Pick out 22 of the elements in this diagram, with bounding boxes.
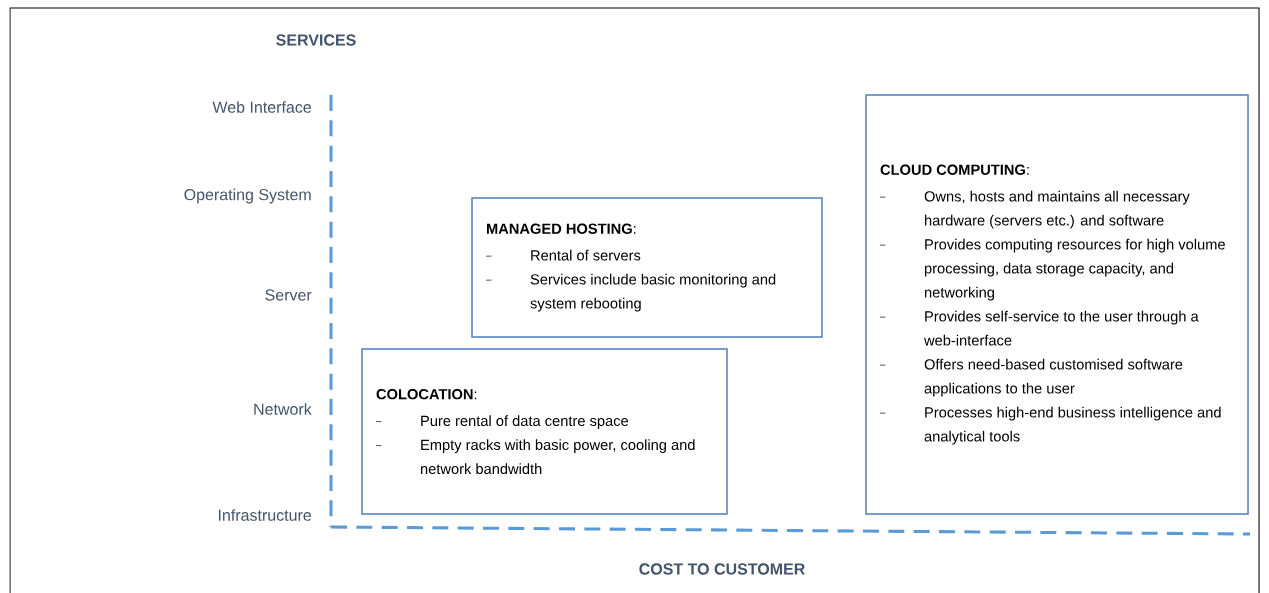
- box-heading: CLOUD COMPUTING:: [880, 164, 1029, 175]
- bullet-text: Pure rental of data centre space: [421, 415, 629, 429]
- axis-level-label: Operating System: [184, 188, 311, 204]
- bullet-text: Provides self-service to the user through a web-interface: [924, 310, 1199, 346]
- axis-level-label: Infrastructure: [218, 509, 311, 521]
- axis-level-label: Web Interface: [212, 101, 311, 113]
- bullet-text: Owns, hosts and maintains all necessary hardware (servers etc.) and software: [924, 190, 1190, 229]
- service-box: [865, 94, 1249, 515]
- axis-title: SERVICES: [276, 34, 356, 46]
- bullet-text: Empty racks with basic power, cooling and network bandwidth: [421, 439, 695, 475]
- bullet-text: Provides computing resources for high volume processing, data storage capacity, and networking: [924, 238, 1225, 301]
- box-heading: MANAGED HOSTING:: [487, 223, 636, 234]
- axis-level-label: Server: [265, 289, 312, 301]
- service-box: [361, 348, 728, 515]
- service-box: [471, 197, 823, 338]
- bullet-text: Services include basic monitoring and system rebooting: [530, 273, 776, 312]
- bullet-text: Offers need-based customised software applications to the user: [924, 358, 1183, 397]
- axis-level-label: Network: [254, 403, 312, 415]
- bullet-text: Rental of servers: [531, 249, 641, 261]
- bullet-text: Processes high-end business intelligence and analytical tools: [924, 406, 1221, 445]
- box-heading: COLOCATION:: [376, 389, 477, 400]
- axis-title: COST TO CUSTOMER: [639, 563, 805, 575]
